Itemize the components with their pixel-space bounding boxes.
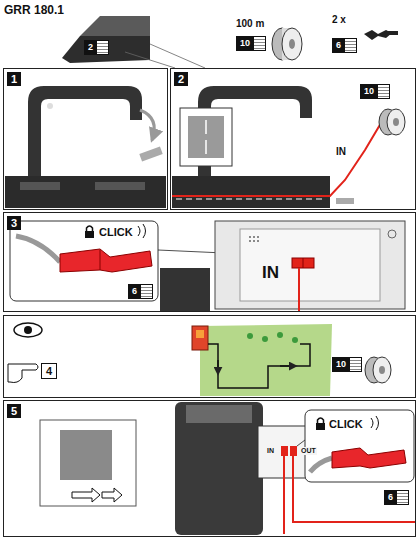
book-icon [344,39,356,52]
part-reference: 10 [237,37,253,50]
station-overview [62,16,205,68]
step-number: 2 [174,72,188,86]
manual-icon: 2 [84,40,109,55]
part-label: IN [262,264,279,283]
part-label: 2 x [332,14,346,25]
part-label: IN [336,146,346,157]
step-number: 1 [7,72,21,86]
part-reference: 6 [385,491,396,504]
check-layout [8,323,391,396]
book-icon [253,37,265,50]
part-label: OUT [300,447,317,455]
manual-icon: 10 [360,84,390,99]
part-reference: 10 [361,85,377,98]
book-icon [96,41,108,54]
step-number: 3 [7,216,21,230]
station-wire-out [40,402,416,535]
book-icon [349,358,361,371]
part-label: GRR 180.1 [4,4,64,17]
part-label: IN [266,447,275,455]
step-number: 5 [7,404,21,418]
step-panel: 3 [3,212,416,312]
manual-icon: 6 [128,284,153,299]
click-note: CLICK [98,226,134,238]
manual-icon: 6 [384,490,409,505]
station-wire-in [172,86,405,208]
step-panel: 1 [3,68,168,210]
connector-pair [364,30,398,40]
part-reference: 2 [85,41,96,54]
manual-icon: 10 [332,357,362,372]
click-note: CLICK [328,418,364,430]
manual-icon: 6 [332,38,357,53]
manual-icon: 10 [236,36,266,51]
wire-spool [272,28,302,60]
book-icon [377,85,389,98]
book-icon [396,491,408,504]
part-reference: 6 [333,39,344,52]
station-lift [5,86,166,208]
step-number: 4 [41,363,57,379]
part-label: 100 m [236,18,264,29]
book-icon [140,285,152,298]
click-detail [10,221,405,311]
part-reference: 10 [333,358,349,371]
part-reference: 6 [129,285,140,298]
